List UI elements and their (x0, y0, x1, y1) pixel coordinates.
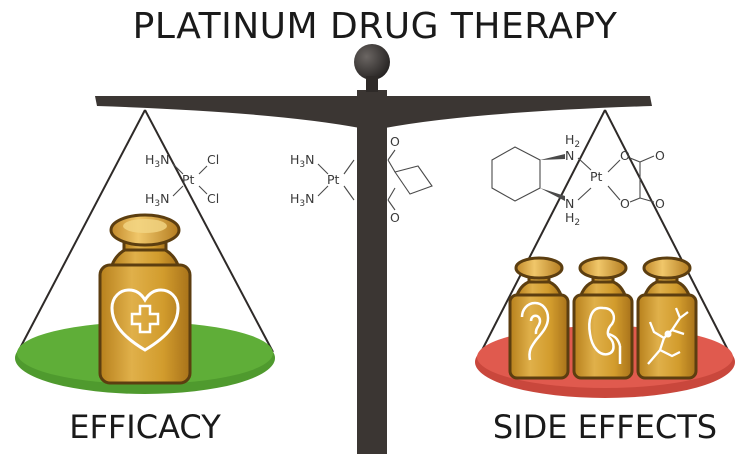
svg-text:O: O (655, 196, 665, 211)
side-effect-weight-kidney (572, 256, 634, 380)
svg-text:H3N: H3N (290, 191, 315, 209)
left-string (17, 109, 146, 353)
title: PLATINUM DRUG THERAPY (133, 6, 618, 47)
ear-icon (520, 301, 550, 361)
svg-text:Cl: Cl (207, 191, 219, 206)
right-string (604, 109, 733, 359)
kidney-icon (588, 306, 622, 364)
svg-text:N: N (565, 196, 574, 211)
svg-text:Pt: Pt (327, 172, 340, 187)
side-effects-label: SIDE EFFECTS (493, 408, 717, 446)
side-effect-weight-nerve (636, 256, 698, 380)
efficacy-weight (98, 213, 192, 385)
svg-text:O: O (390, 210, 400, 225)
scale-post (357, 90, 387, 454)
efficacy-label: EFFICACY (69, 408, 221, 446)
svg-text:H2: H2 (565, 132, 580, 150)
svg-text:H3N: H3N (145, 152, 170, 170)
right-string (477, 109, 606, 359)
cisplatin-structure: H3N H3N Pt Cl Cl (145, 152, 219, 209)
left-string (144, 109, 274, 353)
scale-knob (354, 44, 390, 80)
svg-text:Cl: Cl (207, 152, 219, 167)
heart-plus-icon (110, 288, 180, 352)
side-effect-weight-ear (508, 256, 570, 380)
svg-text:O: O (655, 148, 665, 163)
svg-text:N: N (565, 148, 574, 163)
scale-beam (95, 96, 652, 128)
oxaliplatin-structure: H2 N N H2 Pt O O O O (491, 132, 665, 228)
svg-text:O: O (390, 134, 400, 149)
svg-text:Pt: Pt (182, 172, 195, 187)
svg-text:Pt: Pt (590, 169, 603, 184)
svg-text:O: O (620, 148, 630, 163)
svg-text:H3N: H3N (145, 191, 170, 209)
nerve-cell-icon (647, 307, 689, 365)
carboplatin-structure: H3N H3N Pt O O (290, 134, 433, 225)
svg-text:H3N: H3N (290, 152, 315, 170)
svg-text:H2: H2 (565, 210, 580, 228)
svg-text:O: O (620, 196, 630, 211)
